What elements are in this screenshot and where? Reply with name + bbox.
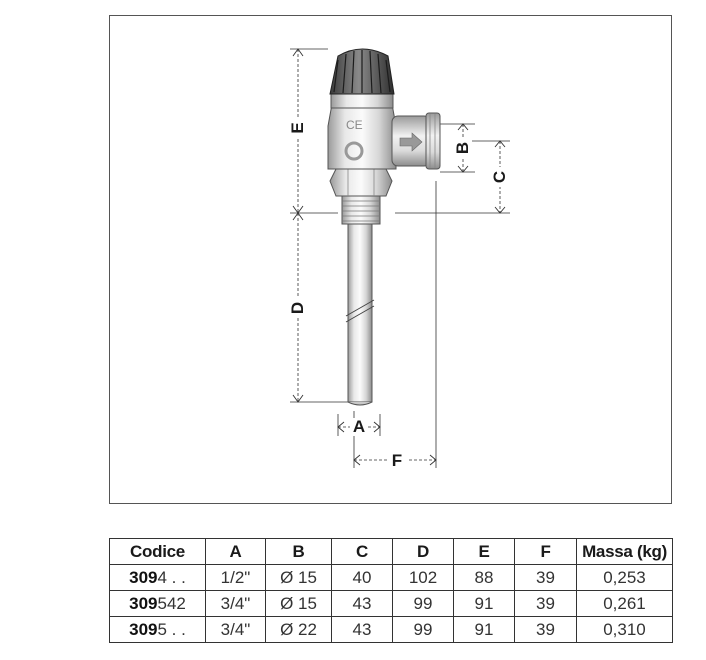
header-d: D bbox=[392, 538, 454, 565]
cell-massa: 0,253 bbox=[576, 564, 673, 591]
table-row: 309542 3/4" Ø 15 43 99 91 39 0,261 bbox=[109, 590, 673, 617]
header-e: E bbox=[453, 538, 515, 565]
cell-massa: 0,310 bbox=[576, 616, 673, 643]
dimension-label-a: A bbox=[350, 418, 368, 436]
header-codice: Codice bbox=[109, 538, 206, 565]
dimension-label-c: C bbox=[490, 167, 509, 187]
cell-d: 102 bbox=[392, 564, 454, 591]
cell-c: 40 bbox=[331, 564, 393, 591]
code-prefix: 309 bbox=[129, 593, 158, 613]
cell-e: 91 bbox=[453, 590, 515, 617]
dimension-dashed-lines bbox=[297, 49, 501, 461]
cell-c: 43 bbox=[331, 590, 393, 617]
cell-c: 43 bbox=[331, 616, 393, 643]
header-a: A bbox=[205, 538, 266, 565]
dimension-label-d: D bbox=[288, 298, 307, 318]
dimension-label-f: F bbox=[387, 452, 407, 470]
code-suffix: 5 . . bbox=[157, 619, 186, 639]
cell-codice: 3094 . . bbox=[109, 564, 206, 591]
dimension-label-b: B bbox=[453, 138, 472, 158]
knob-collar bbox=[330, 93, 394, 109]
ce-mark: CE bbox=[346, 118, 363, 132]
cell-a: 3/4" bbox=[205, 616, 266, 643]
dimension-lines bbox=[290, 48, 510, 468]
cell-codice: 309542 bbox=[109, 590, 206, 617]
valve-body bbox=[327, 103, 397, 170]
cell-b: Ø 15 bbox=[265, 590, 332, 617]
ribbed-knob bbox=[329, 48, 395, 95]
cell-f: 39 bbox=[514, 616, 577, 643]
header-c: C bbox=[331, 538, 393, 565]
header-b: B bbox=[265, 538, 332, 565]
cell-e: 91 bbox=[453, 616, 515, 643]
code-suffix: 4 . . bbox=[157, 567, 186, 587]
table-header-row: Codice A B C D E F Massa (kg) bbox=[109, 538, 673, 565]
code-suffix: 542 bbox=[157, 593, 186, 613]
cell-f: 39 bbox=[514, 590, 577, 617]
header-f: F bbox=[514, 538, 577, 565]
hex-nut bbox=[329, 168, 393, 197]
technical-drawing-frame: CE E D B C A F bbox=[109, 15, 672, 504]
cell-a: 3/4" bbox=[205, 590, 266, 617]
cell-massa: 0,261 bbox=[576, 590, 673, 617]
dimension-label-e: E bbox=[288, 118, 307, 138]
header-massa: Massa (kg) bbox=[576, 538, 673, 565]
valve-drawing: CE bbox=[290, 48, 510, 468]
side-outlet bbox=[391, 112, 441, 170]
cell-f: 39 bbox=[514, 564, 577, 591]
cell-b: Ø 22 bbox=[265, 616, 332, 643]
code-prefix: 309 bbox=[129, 567, 158, 587]
threaded-connection bbox=[341, 195, 381, 225]
flow-arrow-icon bbox=[399, 132, 423, 152]
cell-a: 1/2" bbox=[205, 564, 266, 591]
cell-d: 99 bbox=[392, 616, 454, 643]
dimensions-table: Codice A B C D E F Massa (kg) 3094 . . 1… bbox=[109, 538, 673, 643]
table-row: 3095 . . 3/4" Ø 22 43 99 91 39 0,310 bbox=[109, 616, 673, 643]
code-prefix: 309 bbox=[129, 619, 158, 639]
dimension-arrowheads bbox=[292, 48, 506, 466]
cell-e: 88 bbox=[453, 564, 515, 591]
cell-d: 99 bbox=[392, 590, 454, 617]
brand-logo-icon bbox=[344, 141, 364, 161]
cell-b: Ø 15 bbox=[265, 564, 332, 591]
probe-sheath bbox=[345, 223, 375, 406]
cell-codice: 3095 . . bbox=[109, 616, 206, 643]
table-row: 3094 . . 1/2" Ø 15 40 102 88 39 0,253 bbox=[109, 564, 673, 591]
